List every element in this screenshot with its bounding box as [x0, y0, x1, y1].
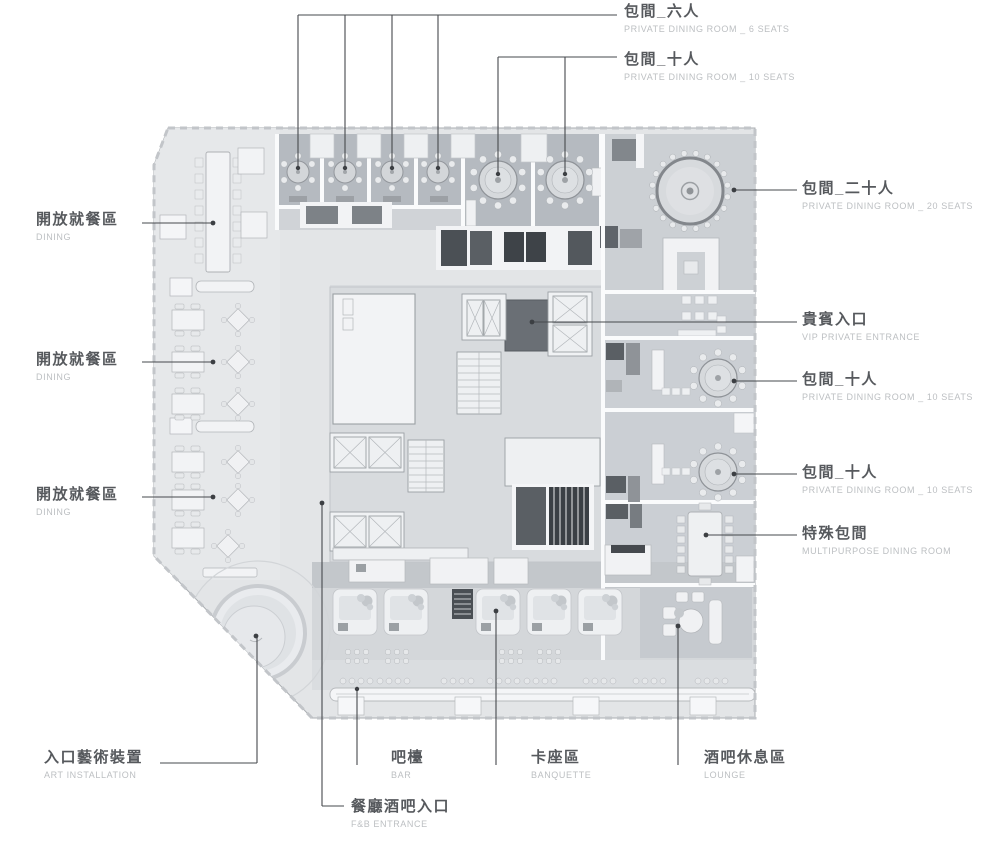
- curtain-wall-mullions: [152, 126, 757, 720]
- label-pdr-20-en: PRIVATE DINING ROOM _ 20 SEATS: [802, 201, 974, 211]
- lounge-seating: [662, 591, 723, 645]
- label-pdr-10-right-upper-en: PRIVATE DINING ROOM _ 10 SEATS: [802, 392, 974, 402]
- label-dining-1: 開放就餐區 DINING: [36, 210, 119, 243]
- leader-dots: [210, 165, 737, 692]
- label-lounge-zh: 酒吧休息區: [704, 749, 787, 766]
- multipurpose-room: [676, 502, 755, 586]
- label-vip-entrance-zh: 貴賓入口: [802, 311, 869, 328]
- label-pdr-6-zh: 包間_六人: [624, 3, 700, 20]
- label-bar-zh: 吧檯: [391, 749, 425, 766]
- long-table: [205, 151, 231, 273]
- label-lounge-en: LOUNGE: [704, 770, 746, 780]
- right-wing: [601, 134, 755, 660]
- label-art-installation: 入口藝術裝置 ART INSTALLATION: [44, 748, 143, 781]
- label-bar-en: BAR: [391, 770, 412, 780]
- label-dining-3: 開放就餐區 DINING: [36, 485, 119, 518]
- label-pdr-6-en: PRIVATE DINING ROOM _ 6 SEATS: [624, 24, 790, 34]
- label-pdr-6: 包間_六人 PRIVATE DINING ROOM _ 6 SEATS: [624, 2, 789, 35]
- label-dining-3-zh: 開放就餐區: [36, 486, 119, 503]
- right-service-blocks: [606, 343, 642, 528]
- label-pdr-20: 包間_二十人 PRIVATE DINING ROOM _ 20 SEATS: [802, 179, 973, 212]
- label-pdr-10-right-lower-en: PRIVATE DINING ROOM _ 10 SEATS: [802, 485, 974, 495]
- label-pdr-10-right-upper: 包間_十人 PRIVATE DINING ROOM _ 10 SEATS: [802, 370, 973, 403]
- label-bar: 吧檯 BAR: [391, 748, 424, 781]
- server-stations: [348, 544, 652, 585]
- label-pdr-10-right-lower-zh: 包間_十人: [802, 464, 878, 481]
- label-multipurpose-zh: 特殊包間: [802, 525, 869, 542]
- pdr20-table: [648, 149, 732, 233]
- vip-entrance-block: [504, 299, 549, 352]
- leader-lines: [142, 14, 797, 807]
- label-multipurpose-en: MULTIPURPOSE DINING ROOM: [802, 546, 952, 556]
- banquette-islands: [332, 588, 623, 636]
- label-pdr-10-top-zh: 包間_十人: [624, 51, 700, 68]
- label-pdr-10-top-en: PRIVATE DINING ROOM _ 10 SEATS: [624, 72, 796, 82]
- building-core: [329, 286, 603, 563]
- core-elevators: [329, 291, 593, 552]
- label-dining-2: 開放就餐區 DINING: [36, 350, 119, 383]
- label-dining-3-en: DINING: [36, 507, 72, 517]
- label-vip-entrance: 貴賓入口 VIP PRIVATE ENTRANCE: [802, 310, 920, 343]
- label-art-installation-zh: 入口藝術裝置: [44, 749, 144, 766]
- label-banquette-zh: 卡座區: [531, 749, 581, 766]
- core-service-rooms: [332, 437, 601, 561]
- label-lounge: 酒吧休息區 LOUNGE: [704, 748, 787, 781]
- label-pdr-10-right-lower: 包間_十人 PRIVATE DINING ROOM _ 10 SEATS: [802, 463, 973, 496]
- core-stairs: [407, 351, 502, 493]
- label-banquette: 卡座區 BANQUETTE: [531, 748, 591, 781]
- label-fb-entrance: 餐廳酒吧入口 F&B ENTRANCE: [351, 797, 450, 830]
- label-pdr-10-right-upper-zh: 包間_十人: [802, 371, 878, 388]
- vip-entrance-area: [504, 290, 755, 352]
- core-room-kitchen: [332, 293, 416, 425]
- label-dining-1-en: DINING: [36, 232, 72, 242]
- label-dining-1-zh: 開放就餐區: [36, 211, 119, 228]
- label-art-installation-en: ART INSTALLATION: [44, 770, 137, 780]
- label-multipurpose: 特殊包間 MULTIPURPOSE DINING ROOM: [802, 524, 951, 557]
- label-vip-entrance-en: VIP PRIVATE ENTRANCE: [802, 332, 921, 342]
- label-fb-entrance-zh: 餐廳酒吧入口: [351, 798, 451, 815]
- label-dining-2-zh: 開放就餐區: [36, 351, 119, 368]
- label-pdr-20-zh: 包間_二十人: [802, 180, 895, 197]
- pdr20-room: [600, 134, 732, 293]
- service-pantries: [300, 202, 602, 270]
- label-dining-2-en: DINING: [36, 372, 72, 382]
- label-banquette-en: BANQUETTE: [531, 770, 592, 780]
- label-fb-entrance-en: F&B ENTRANCE: [351, 819, 428, 829]
- label-pdr-10-top: 包間_十人 PRIVATE DINING ROOM _ 10 SEATS: [624, 50, 795, 83]
